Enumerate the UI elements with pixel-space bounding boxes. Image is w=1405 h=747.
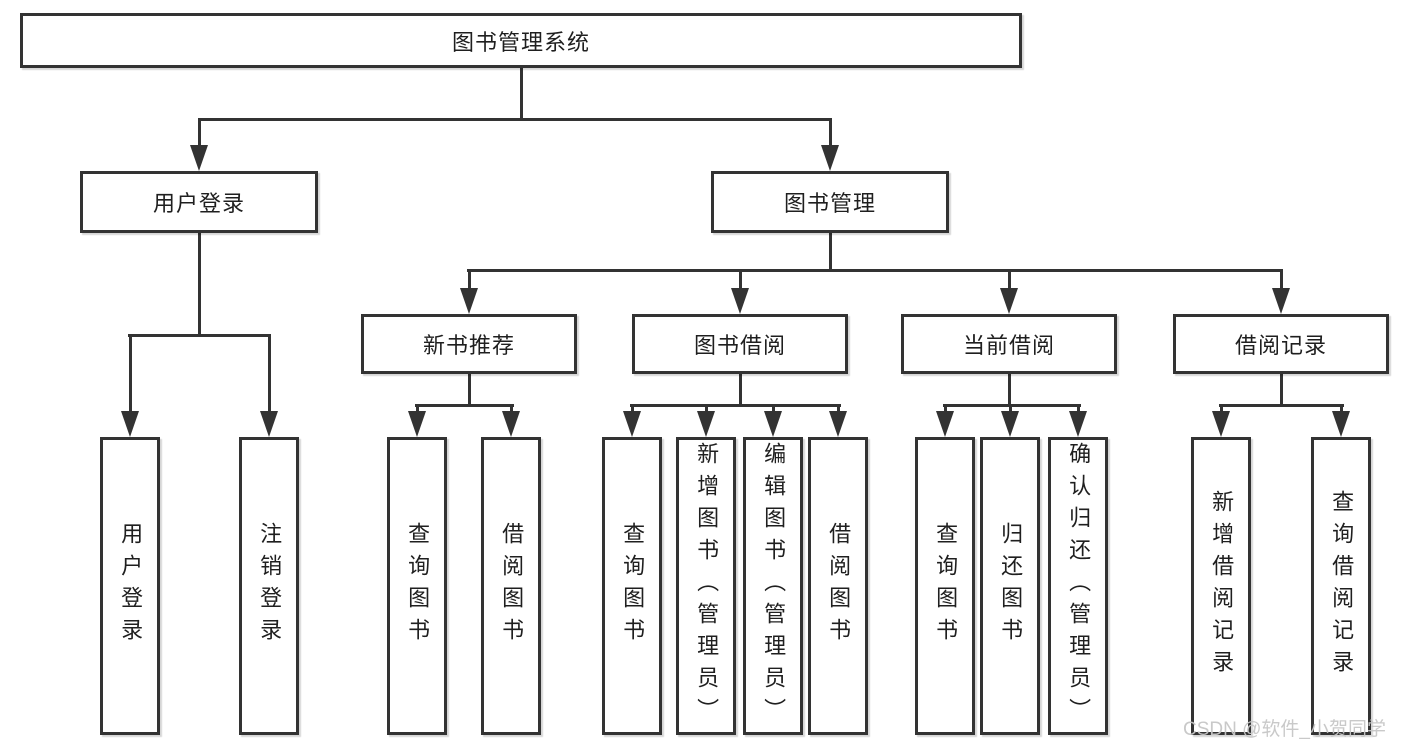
connector-stem bbox=[829, 118, 832, 146]
node-book-borrow: 图书借阅 bbox=[632, 314, 848, 374]
connector-stem bbox=[944, 404, 947, 413]
connector-stem bbox=[772, 404, 775, 413]
leaf-label: 查询借阅记录 bbox=[1329, 490, 1355, 682]
leaf-edit-book-admin: 编辑图书（管理员） bbox=[743, 437, 803, 735]
connector-user-login-stem bbox=[198, 233, 201, 336]
node-label: 借阅记录 bbox=[1234, 333, 1327, 358]
node-current-borrow: 当前借阅 bbox=[901, 314, 1117, 374]
arrowhead-icon bbox=[260, 411, 278, 437]
node-borrow-records: 借阅记录 bbox=[1173, 314, 1389, 374]
leaf-label: 查询图书 bbox=[405, 522, 431, 650]
arrowhead-icon bbox=[1069, 411, 1087, 437]
arrowhead-icon bbox=[502, 411, 520, 437]
connector-stem bbox=[1008, 269, 1011, 292]
leaf-label: 确认归还（管理员） bbox=[1066, 442, 1092, 730]
leaf-borrow-books-recommend: 借阅图书 bbox=[481, 437, 541, 735]
connector-stem bbox=[705, 404, 708, 413]
leaf-label: 查询图书 bbox=[620, 522, 646, 650]
arrowhead-icon bbox=[731, 288, 749, 314]
leaf-label: 编辑图书（管理员） bbox=[761, 442, 787, 730]
node-label: 当前借阅 bbox=[962, 333, 1055, 358]
arrowhead-icon bbox=[829, 411, 847, 437]
connector-stem bbox=[268, 334, 271, 412]
connector-stem bbox=[198, 118, 201, 146]
arrowhead-icon bbox=[190, 145, 208, 171]
node-label: 新书推荐 bbox=[422, 333, 515, 358]
connector-stem bbox=[1009, 404, 1012, 413]
leaf-confirm-return-admin: 确认归还（管理员） bbox=[1048, 437, 1108, 735]
arrowhead-icon bbox=[408, 411, 426, 437]
connector-book-borrow-split bbox=[630, 404, 841, 407]
arrowhead-icon bbox=[1212, 411, 1230, 437]
leaf-logout: 注销登录 bbox=[239, 437, 299, 735]
connector-stem bbox=[1340, 404, 1343, 413]
leaf-query-books-recommend: 查询图书 bbox=[387, 437, 447, 735]
arrowhead-icon bbox=[623, 411, 641, 437]
connector-stem bbox=[129, 334, 132, 412]
arrowhead-icon bbox=[1001, 411, 1019, 437]
connector-stem bbox=[416, 404, 419, 413]
watermark: CSDN @软件_小贺同学 bbox=[1183, 719, 1386, 740]
leaf-user-login: 用户登录 bbox=[100, 437, 160, 735]
arrowhead-icon bbox=[1272, 288, 1290, 314]
leaf-add-borrow-record: 新增借阅记录 bbox=[1191, 437, 1251, 735]
connector-current-borrow-split bbox=[943, 404, 1081, 407]
connector-stem bbox=[1280, 374, 1283, 406]
node-book-management: 图书管理 bbox=[711, 171, 949, 233]
connector-stem bbox=[1077, 404, 1080, 413]
connector-stem bbox=[739, 269, 742, 292]
connector-book-mgmt-split bbox=[467, 269, 1283, 272]
connector-book-mgmt-stem bbox=[829, 233, 832, 271]
connector-stem bbox=[1220, 404, 1223, 413]
connector-stem bbox=[510, 404, 513, 413]
leaf-add-book-admin: 新增图书（管理员） bbox=[676, 437, 736, 735]
connector-borrow-records-split bbox=[1219, 404, 1344, 407]
leaf-label: 用户登录 bbox=[118, 522, 144, 650]
arrowhead-icon bbox=[936, 411, 954, 437]
arrowhead-icon bbox=[1000, 288, 1018, 314]
leaf-label: 新增图书（管理员） bbox=[694, 442, 720, 730]
connector-stem bbox=[739, 374, 742, 406]
node-user-login: 用户登录 bbox=[80, 171, 318, 233]
connector-stem bbox=[1280, 269, 1283, 292]
arrowhead-icon bbox=[121, 411, 139, 437]
arrowhead-icon bbox=[1332, 411, 1350, 437]
leaf-borrow-books: 借阅图书 bbox=[808, 437, 868, 735]
leaf-label: 借阅图书 bbox=[826, 522, 852, 650]
leaf-label: 归还图书 bbox=[998, 522, 1024, 650]
leaf-query-books-current: 查询图书 bbox=[915, 437, 975, 735]
connector-root-stem bbox=[520, 68, 523, 120]
arrowhead-icon bbox=[460, 288, 478, 314]
leaf-label: 借阅图书 bbox=[499, 522, 525, 650]
arrowhead-icon bbox=[764, 411, 782, 437]
node-label: 用户登录 bbox=[152, 191, 245, 216]
leaf-label: 查询图书 bbox=[933, 522, 959, 650]
leaf-return-books: 归还图书 bbox=[980, 437, 1040, 735]
leaf-query-books-borrow: 查询图书 bbox=[602, 437, 662, 735]
node-library-system: 图书管理系统 bbox=[20, 13, 1022, 68]
node-label: 图书借阅 bbox=[693, 333, 786, 358]
leaf-query-borrow-record: 查询借阅记录 bbox=[1311, 437, 1371, 735]
connector-stem bbox=[1008, 374, 1011, 406]
node-label: 图书管理系统 bbox=[451, 29, 590, 55]
node-label: 图书管理 bbox=[783, 191, 876, 216]
connector-stem bbox=[468, 269, 471, 292]
connector-new-book-split bbox=[415, 404, 514, 407]
arrowhead-icon bbox=[697, 411, 715, 437]
connector-stem bbox=[631, 404, 634, 413]
node-new-book-recommend: 新书推荐 bbox=[361, 314, 577, 374]
connector-stem bbox=[837, 404, 840, 413]
leaf-label: 注销登录 bbox=[257, 522, 283, 650]
connector-root-split bbox=[198, 118, 832, 121]
leaf-label: 新增借阅记录 bbox=[1209, 490, 1235, 682]
connector-user-login-split bbox=[128, 334, 271, 337]
arrowhead-icon bbox=[821, 145, 839, 171]
connector-stem bbox=[468, 374, 471, 406]
